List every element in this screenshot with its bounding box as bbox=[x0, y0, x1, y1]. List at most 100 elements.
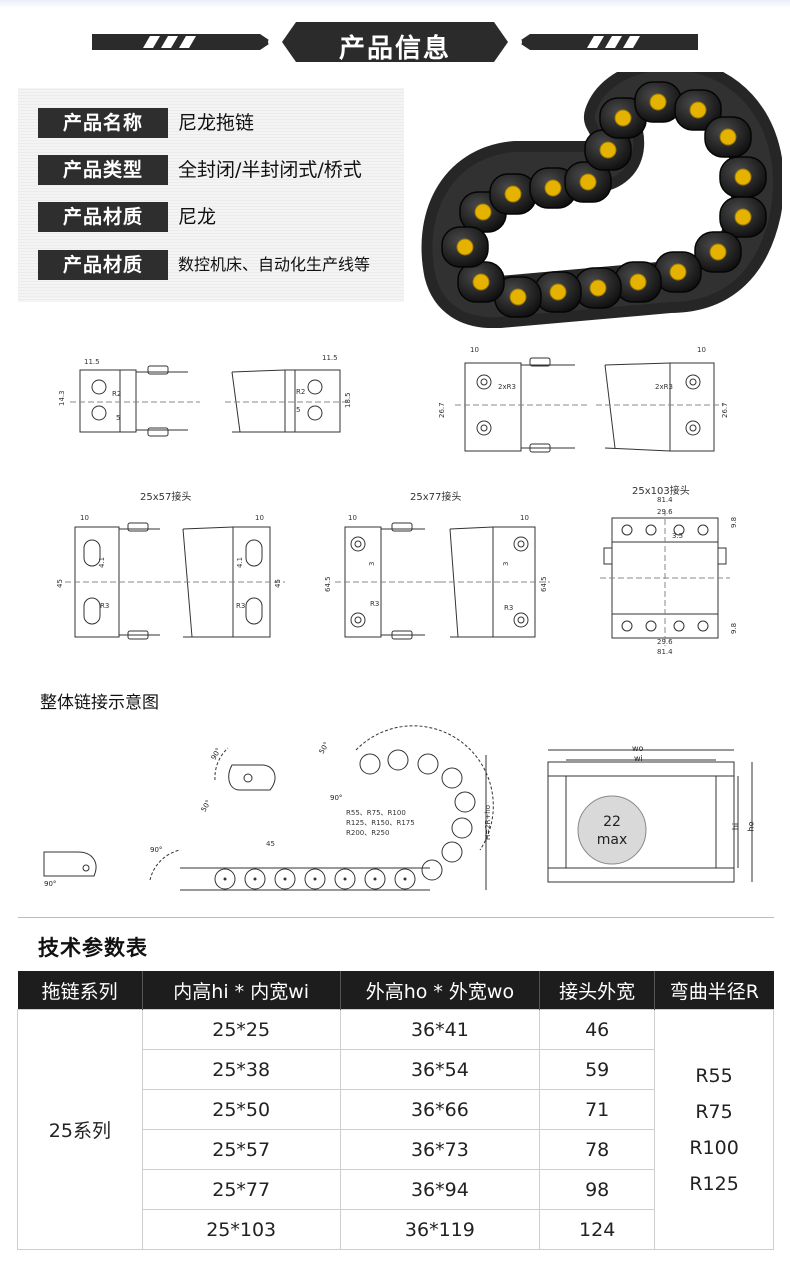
info-panel: 产品名称 尼龙拖链 产品类型 全封闭/半封闭式/桥式 产品材质 尼龙 产品材质 … bbox=[18, 88, 404, 302]
dim-text: 11.5 bbox=[84, 358, 100, 366]
info-key: 产品名称 bbox=[38, 108, 168, 138]
radii-line: R55、R75、R100 bbox=[346, 809, 406, 817]
svg-text:R3: R3 bbox=[504, 604, 513, 612]
column-header: 外高ho * 外宽wo bbox=[340, 971, 541, 1010]
table-cell: 36*73 bbox=[339, 1129, 541, 1170]
table-cell: 124 bbox=[539, 1209, 656, 1250]
svg-text:3: 3 bbox=[368, 562, 376, 566]
max-diameter-unit: max bbox=[596, 832, 628, 848]
angle-label: 90° bbox=[150, 846, 163, 854]
svg-text:3.5: 3.5 bbox=[672, 532, 683, 540]
radius-value: R100 bbox=[689, 1136, 739, 1159]
drawing-row2-b bbox=[175, 526, 285, 638]
table-cell: 36*54 bbox=[339, 1049, 541, 1090]
info-row: 产品材质 尼龙 bbox=[38, 202, 402, 232]
svg-text:R3: R3 bbox=[100, 602, 109, 610]
info-key: 产品类型 bbox=[38, 155, 168, 185]
angle-label: 90° bbox=[330, 794, 343, 802]
table-cell: 78 bbox=[539, 1129, 656, 1170]
svg-text:10: 10 bbox=[520, 514, 529, 522]
drawing-row2-a bbox=[65, 522, 175, 640]
svg-text:45: 45 bbox=[56, 579, 64, 588]
info-value: 数控机床、自动化生产线等 bbox=[178, 255, 371, 274]
hi-label: hi bbox=[731, 822, 741, 831]
divider bbox=[18, 917, 774, 918]
svg-text:29.6: 29.6 bbox=[657, 638, 673, 646]
drawing-row1-left bbox=[70, 365, 200, 437]
svg-text:10: 10 bbox=[697, 346, 706, 354]
svg-text:18.5: 18.5 bbox=[344, 392, 352, 408]
svg-text:64.5: 64.5 bbox=[540, 576, 548, 592]
info-value: 全封闭/半封闭式/桥式 bbox=[178, 159, 362, 181]
chain-schema: 45 H=2R+ho R55、R75、R100 R125、R150、R175 R… bbox=[0, 720, 790, 920]
drawing-row2-d bbox=[440, 526, 550, 638]
svg-text:11.5: 11.5 bbox=[322, 354, 338, 362]
svg-text:R2: R2 bbox=[296, 388, 305, 396]
svg-text:R3: R3 bbox=[236, 602, 245, 610]
wi-label: wi bbox=[634, 754, 643, 763]
svg-text:10: 10 bbox=[80, 514, 89, 522]
table-cell: 25*103 bbox=[141, 1209, 341, 1250]
table-cell: 25*77 bbox=[141, 1169, 341, 1210]
table-cell: 25*25 bbox=[141, 1009, 341, 1050]
svg-text:45: 45 bbox=[266, 840, 275, 848]
info-row: 产品类型 全封闭/半封闭式/桥式 bbox=[38, 155, 402, 185]
table-row: 25*57 36*73 78 bbox=[18, 1129, 774, 1170]
table-row: 25*103 36*119 124 bbox=[18, 1209, 774, 1250]
header-band-graphic bbox=[92, 22, 698, 62]
svg-text:14.3: 14.3 bbox=[58, 390, 66, 406]
table-cell: 71 bbox=[539, 1089, 656, 1130]
radius-cell: R55 R75 R100 R125 bbox=[654, 1009, 774, 1250]
svg-text:9.8: 9.8 bbox=[730, 517, 738, 528]
table-cell: 46 bbox=[539, 1009, 656, 1050]
wo-label: wo bbox=[632, 744, 644, 753]
svg-text:10: 10 bbox=[255, 514, 264, 522]
svg-text:81.4: 81.4 bbox=[657, 648, 673, 656]
table-title: 技术参数表 bbox=[38, 936, 148, 960]
schema-label: 整体链接示意图 bbox=[40, 693, 159, 713]
series-cell: 25系列 bbox=[17, 1009, 143, 1250]
svg-text:45: 45 bbox=[274, 579, 282, 588]
svg-text:4.1: 4.1 bbox=[236, 557, 244, 568]
table-row: 25系列 25*25 36*41 46 R55 R75 R100 R125 bbox=[17, 1009, 774, 1250]
column-header: 弯曲半径R bbox=[654, 971, 774, 1010]
table-cell: 36*94 bbox=[339, 1169, 541, 1210]
svg-text:26.7: 26.7 bbox=[438, 402, 446, 418]
table-cell: 36*119 bbox=[339, 1209, 541, 1250]
svg-text:64.5: 64.5 bbox=[324, 576, 332, 592]
radii-note: R55、R75、R100 R125、R150、R175 R200、R250 bbox=[346, 808, 415, 838]
max-diameter-value: 22 bbox=[603, 814, 621, 830]
table-cell: 25*38 bbox=[141, 1049, 341, 1090]
svg-text:3: 3 bbox=[502, 562, 510, 566]
svg-text:29.6: 29.6 bbox=[657, 508, 673, 516]
info-value: 尼龙 bbox=[178, 206, 217, 228]
svg-text:81.4: 81.4 bbox=[657, 496, 673, 504]
svg-text:R3: R3 bbox=[370, 600, 379, 608]
radii-line: R125、R150、R175 bbox=[346, 819, 415, 827]
table-header-row: 拖链系列 内高hi * 内宽wi 外高ho * 外宽wo 接头外宽 弯曲半径R bbox=[17, 971, 774, 1010]
radius-value: R75 bbox=[695, 1100, 733, 1123]
caption-25x77: 25x77接头 bbox=[410, 492, 462, 503]
column-header: 拖链系列 bbox=[17, 971, 143, 1010]
radius-value: R55 bbox=[695, 1064, 733, 1087]
table-cell: 25*50 bbox=[141, 1089, 341, 1130]
svg-text:26.7: 26.7 bbox=[721, 402, 729, 418]
info-row: 产品材质 数控机床、自动化生产线等 bbox=[38, 250, 402, 280]
drawing-row1-right bbox=[225, 369, 350, 433]
table-row: 25*77 36*94 98 bbox=[18, 1169, 774, 1210]
table-cell: 98 bbox=[539, 1169, 656, 1210]
svg-text:10: 10 bbox=[470, 346, 479, 354]
svg-text:5: 5 bbox=[296, 406, 300, 414]
table-cell: 36*41 bbox=[339, 1009, 541, 1050]
drawing-row2-e bbox=[600, 510, 730, 646]
table-row: 25*38 36*54 59 bbox=[18, 1049, 774, 1090]
angle-label: 90° bbox=[44, 880, 57, 888]
svg-text:4.1: 4.1 bbox=[98, 557, 106, 568]
svg-text:10: 10 bbox=[348, 514, 357, 522]
svg-text:9.8: 9.8 bbox=[730, 623, 738, 634]
caption-25x57: 25x57接头 bbox=[140, 492, 192, 503]
max-diameter: 22 max bbox=[578, 813, 646, 849]
column-header: 接头外宽 bbox=[539, 971, 656, 1010]
